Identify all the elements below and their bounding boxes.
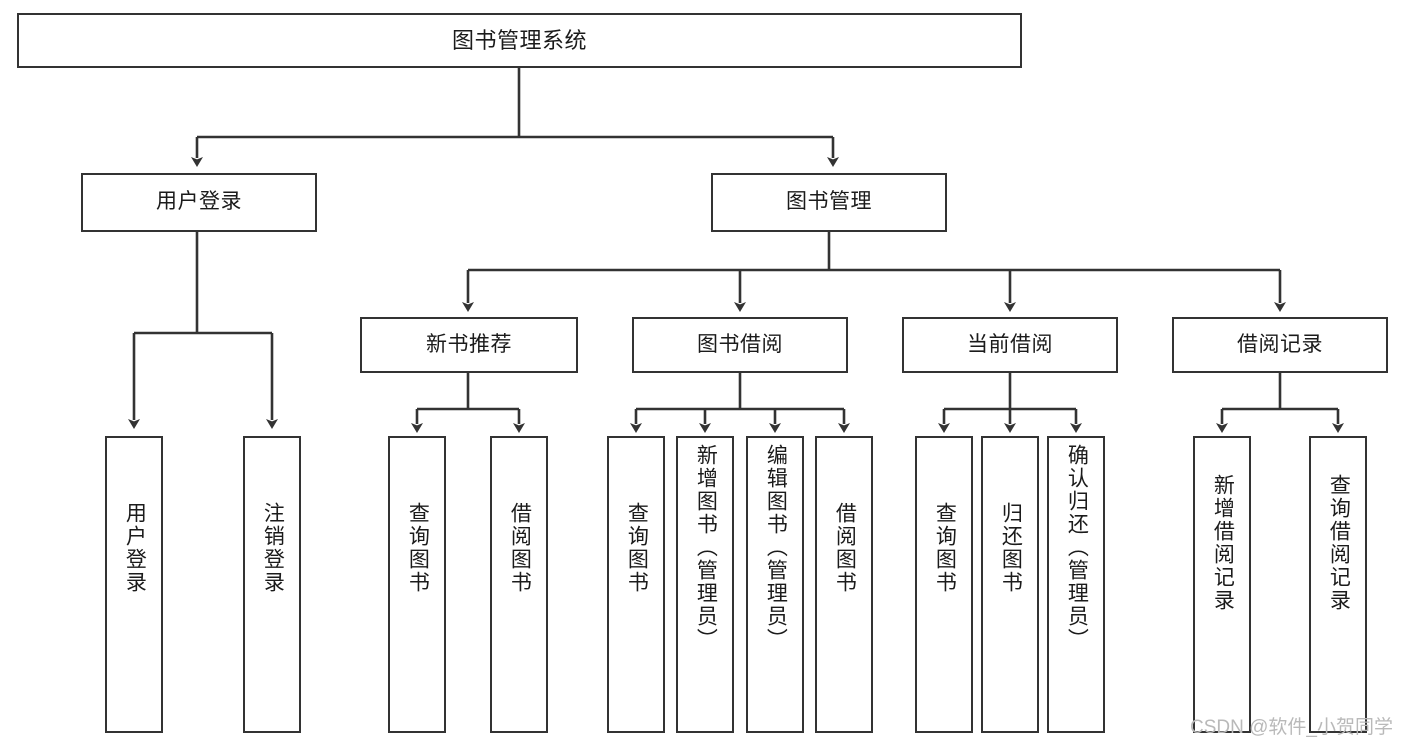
node-label: 归还图书 xyxy=(999,502,1023,594)
node-new-book-recommend[interactable]: 新书推荐 xyxy=(360,317,578,373)
node-label: 借阅图书 xyxy=(833,502,857,594)
leaf-query-book-borrow[interactable]: 查询图书 xyxy=(607,436,665,733)
node-label: 用户登录 xyxy=(123,502,147,594)
node-label: 查询借阅记录 xyxy=(1327,474,1351,612)
leaf-user-login[interactable]: 用户登录 xyxy=(105,436,163,733)
leaf-query-borrow-record[interactable]: 查询借阅记录 xyxy=(1309,436,1367,733)
leaf-borrow-book[interactable]: 借阅图书 xyxy=(815,436,873,733)
leaf-add-book-admin[interactable]: 新增图书（管理员） xyxy=(676,436,734,733)
node-label: 当前借阅 xyxy=(967,332,1053,356)
node-label: 编辑图书（管理员） xyxy=(764,444,788,651)
node-label: 查询图书 xyxy=(625,502,649,594)
leaf-query-book-recommend[interactable]: 查询图书 xyxy=(388,436,446,733)
node-root-system[interactable]: 图书管理系统 xyxy=(17,13,1022,68)
node-user-login[interactable]: 用户登录 xyxy=(81,173,317,232)
node-label: 查询图书 xyxy=(406,502,430,594)
node-label: 新书推荐 xyxy=(426,332,512,356)
leaf-return-book[interactable]: 归还图书 xyxy=(981,436,1039,733)
leaf-query-book-current[interactable]: 查询图书 xyxy=(915,436,973,733)
node-label: 确认归还（管理员） xyxy=(1065,444,1089,651)
csdn-watermark: CSDN @软件_小贺同学 xyxy=(1190,717,1393,738)
node-label: 注销登录 xyxy=(261,502,285,594)
node-label: 借阅记录 xyxy=(1237,332,1323,356)
node-label: 图书管理 xyxy=(786,190,872,214)
leaf-borrow-book-recommend[interactable]: 借阅图书 xyxy=(490,436,548,733)
node-label: 新增图书（管理员） xyxy=(694,444,718,651)
node-borrow-record[interactable]: 借阅记录 xyxy=(1172,317,1388,373)
node-label: 新增借阅记录 xyxy=(1211,474,1235,612)
leaf-confirm-return-admin[interactable]: 确认归还（管理员） xyxy=(1047,436,1105,733)
leaf-edit-book-admin[interactable]: 编辑图书（管理员） xyxy=(746,436,804,733)
node-label: 借阅图书 xyxy=(508,502,532,594)
node-book-management[interactable]: 图书管理 xyxy=(711,173,947,232)
node-label: 用户登录 xyxy=(156,190,242,214)
node-book-borrow[interactable]: 图书借阅 xyxy=(632,317,848,373)
node-label: 查询图书 xyxy=(933,502,957,594)
leaf-logout-login[interactable]: 注销登录 xyxy=(243,436,301,733)
node-current-borrow[interactable]: 当前借阅 xyxy=(902,317,1118,373)
node-label: 图书借阅 xyxy=(697,332,783,356)
leaf-add-borrow-record[interactable]: 新增借阅记录 xyxy=(1193,436,1251,733)
node-label: 图书管理系统 xyxy=(451,27,587,53)
